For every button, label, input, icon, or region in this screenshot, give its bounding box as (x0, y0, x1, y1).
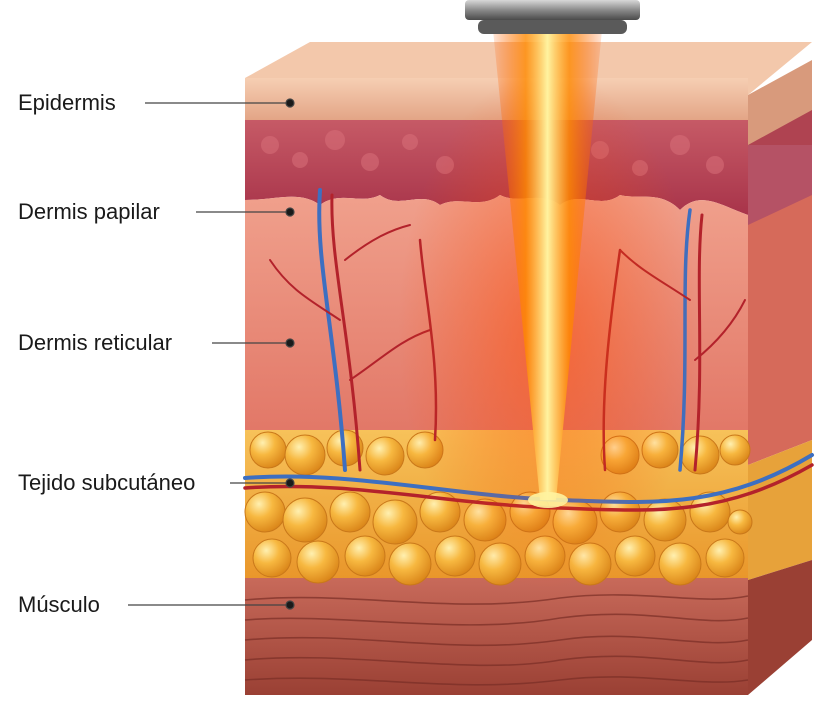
laser-handpiece (465, 0, 640, 34)
laser-focus-point (528, 492, 568, 508)
label-epidermis: Epidermis (18, 90, 116, 116)
label-musculo: Músculo (18, 592, 100, 618)
muscle-layer (245, 578, 748, 695)
label-dermis-reticular: Dermis reticular (18, 330, 172, 356)
label-dermis-papilar: Dermis papilar (18, 199, 160, 225)
block-side-face (748, 60, 812, 695)
label-tejido-subcutaneo: Tejido subcutáneo (18, 470, 195, 496)
